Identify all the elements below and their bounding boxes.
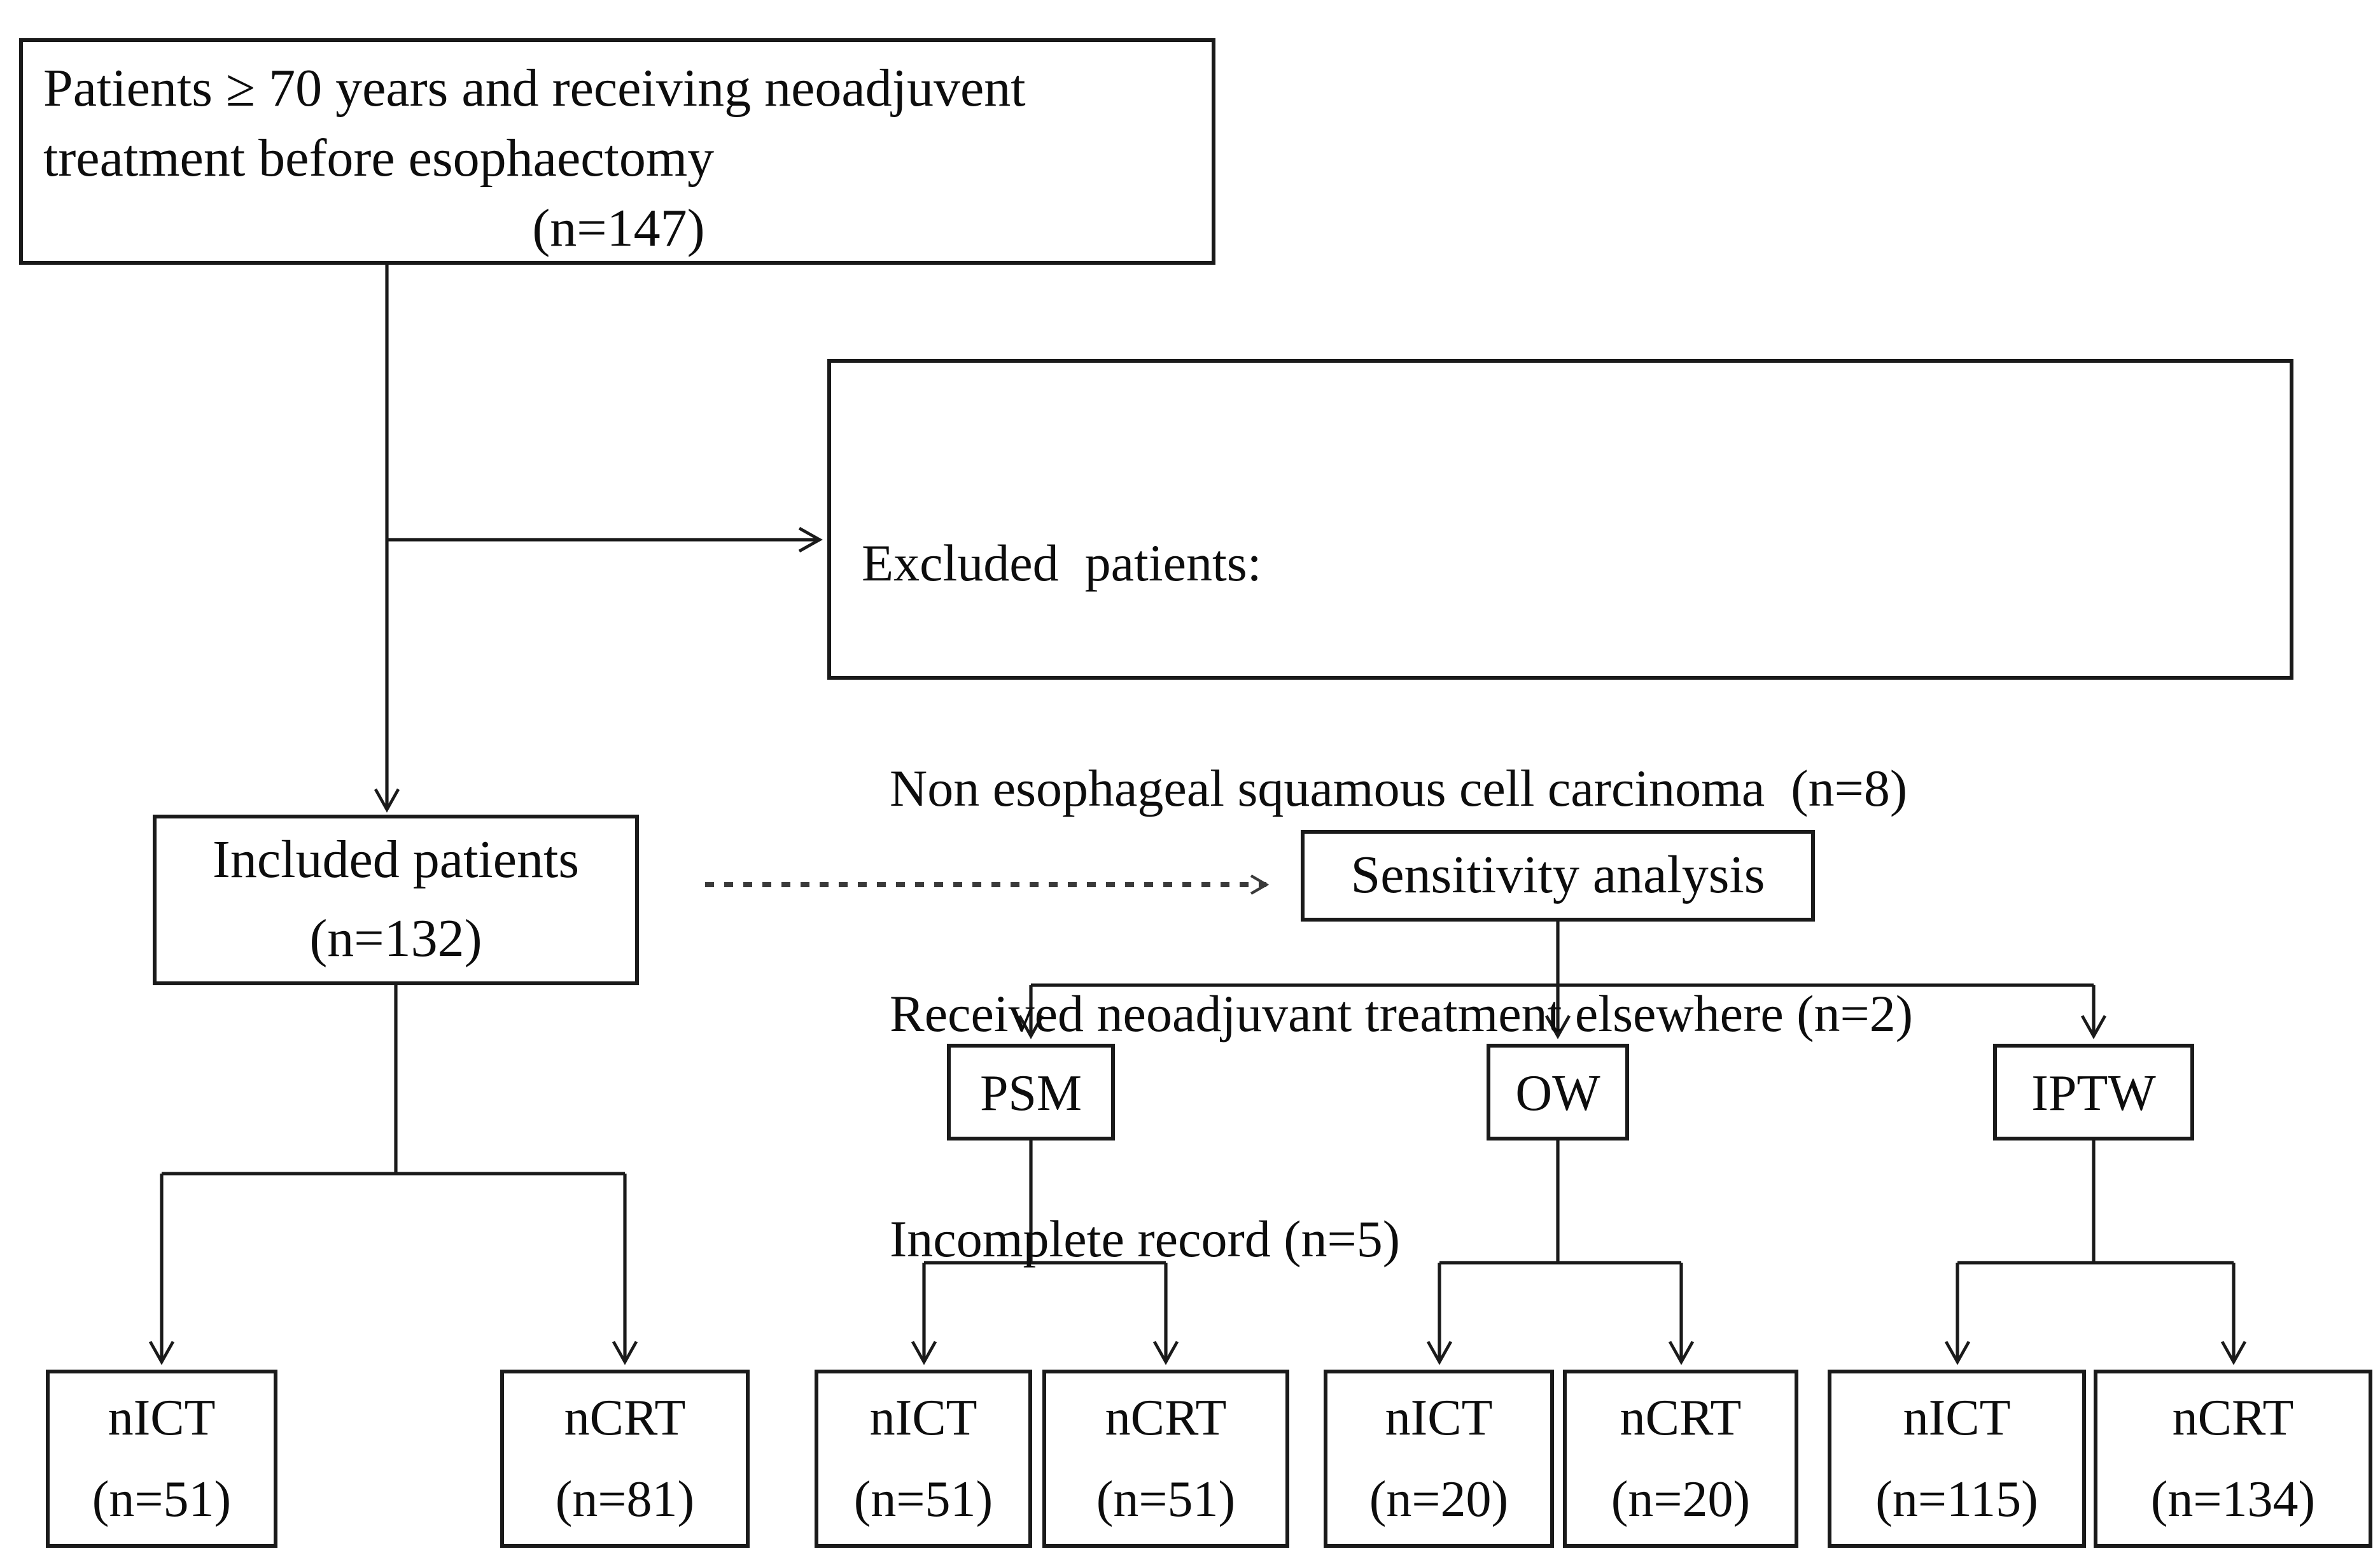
outcome-label: nICT — [108, 1389, 216, 1446]
outcome-label: nCRT — [1620, 1389, 1742, 1446]
outcome-label: nICT — [1385, 1389, 1493, 1446]
outcome-count: (n=20) — [1611, 1470, 1751, 1527]
sensitivity-label: Sensitivity analysis — [1350, 846, 1765, 905]
outcome-count: (n=51) — [853, 1470, 993, 1527]
outcome-label: nICT — [869, 1389, 977, 1446]
outcome-count: (n=51) — [1096, 1470, 1236, 1527]
sensitivity-analysis-box: Sensitivity analysis — [1301, 830, 1815, 922]
outcome-count: (n=51) — [92, 1470, 232, 1527]
outcome-label: nICT — [1903, 1389, 2011, 1446]
included-patients-box: Included patients (n=132) — [153, 815, 639, 985]
outcome-box-psm-nict: nICT (n=51) — [815, 1370, 1032, 1548]
initial-line1: Patients ≥ 70 years and receiving neoadj… — [43, 60, 1026, 118]
method-box-iptw: IPTW — [1993, 1044, 2194, 1140]
initial-count: (n=147) — [532, 200, 705, 258]
excluded-item: Received neoadjuvant treatment elsewhere… — [890, 984, 1914, 1042]
outcome-count: (n=134) — [2150, 1470, 2316, 1527]
outcome-label: nCRT — [1105, 1389, 1227, 1446]
excluded-item: Incomplete record (n=5) — [890, 1209, 1401, 1268]
method-box-psm: PSM — [947, 1044, 1115, 1140]
outcome-box-iptw-nict: nICT (n=115) — [1828, 1370, 2086, 1548]
outcome-box-psm-ncrt: nCRT (n=51) — [1042, 1370, 1289, 1548]
ow-label: OW — [1515, 1063, 1600, 1121]
outcome-count: (n=20) — [1369, 1470, 1509, 1527]
outcome-label: nCRT — [564, 1389, 686, 1446]
outcome-box-included-ncrt: nCRT (n=81) — [500, 1370, 750, 1548]
psm-label: PSM — [979, 1063, 1082, 1121]
excluded-title: Excluded patients: — [862, 533, 1262, 592]
outcome-box-ow-ncrt: nCRT (n=20) — [1563, 1370, 1798, 1548]
iptw-label: IPTW — [2031, 1063, 2156, 1121]
outcome-box-ow-nict: nICT (n=20) — [1324, 1370, 1554, 1548]
method-box-ow: OW — [1487, 1044, 1629, 1140]
outcome-box-iptw-ncrt: nCRT (n=134) — [2094, 1370, 2372, 1548]
initial-line2: treatment before esophaectomy — [43, 130, 715, 188]
included-label: Included patients — [212, 831, 580, 890]
included-count: (n=132) — [309, 910, 482, 969]
outcome-count: (n=115) — [1875, 1470, 2038, 1527]
excluded-item: Non esophageal squamous cell carcinoma (… — [890, 759, 1908, 817]
outcome-box-included-nict: nICT (n=51) — [46, 1370, 277, 1548]
initial-population-box: Patients ≥ 70 years and receiving neoadj… — [19, 38, 1215, 265]
outcome-count: (n=81) — [555, 1470, 695, 1527]
excluded-patients-box: Excluded patients: Non esophageal squamo… — [827, 359, 2293, 1268]
outcome-label: nCRT — [2172, 1389, 2294, 1446]
